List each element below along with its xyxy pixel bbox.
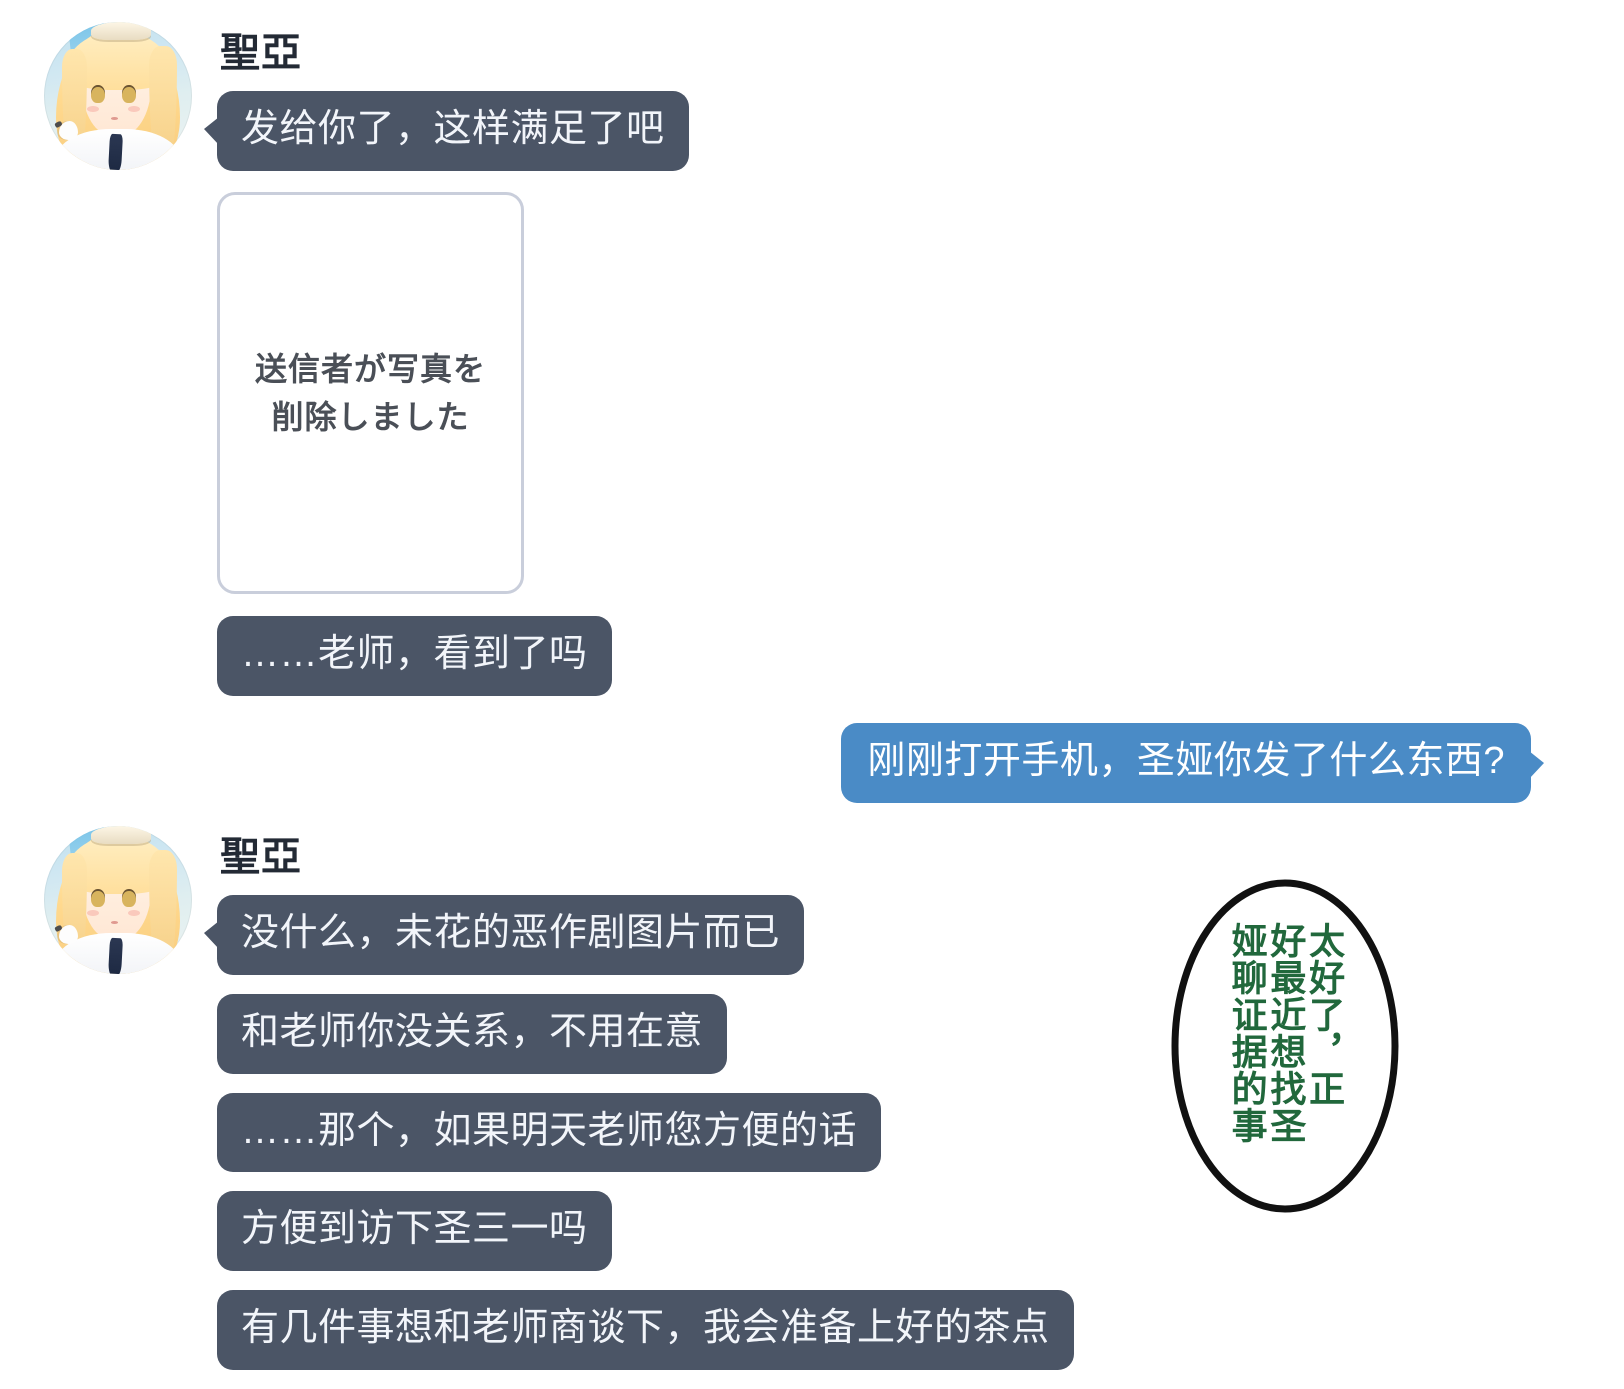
message-bubble[interactable]: 没什么，未花的恶作剧图片而已	[203, 895, 805, 975]
thought-bubble-text: 太好了，正 好最近想找圣 娅聊证据的事	[1168, 876, 1402, 1216]
message-bubble[interactable]: 方便到访下圣三一吗	[217, 1191, 612, 1272]
thought-column-2: 好最近想找圣	[1265, 922, 1307, 1144]
avatar-eye-left	[91, 87, 105, 104]
message-bubble[interactable]: 有几件事想和老师商谈下，我会准备上好的茶点	[217, 1290, 1074, 1371]
avatar[interactable]	[44, 22, 192, 170]
avatar-blush-right	[128, 106, 141, 113]
message-bubble[interactable]: 发给你了，这样满足了吧	[204, 91, 689, 171]
avatar-eye-right	[122, 891, 136, 908]
avatar-blush-left	[86, 910, 99, 917]
message-body-1: 聖亞 发给你了，这样满足了吧 送信者が写真を 削除しました ……老师，看到了吗	[204, 22, 689, 715]
message-bubble[interactable]: ……老师，看到了吗	[217, 615, 612, 696]
avatar-hair-ornament	[91, 826, 151, 844]
message-bubble[interactable]: 和老师你没关系，不用在意	[217, 993, 728, 1074]
deleted-photo-line-2: 削除しました	[271, 398, 470, 435]
message-body-2: 聖亞 没什么，未花的恶作剧图片而已 和老师你没关系，不用在意 ……那个，如果明天…	[203, 826, 1074, 1389]
avatar-mouth	[110, 920, 118, 924]
thought-bubble-outline-icon	[1171, 879, 1399, 1213]
message-group-incoming-1: 聖亞 发给你了，这样满足了吧 送信者が写真を 削除しました ……老师，看到了吗	[44, 22, 689, 715]
message-bubble-outgoing[interactable]: 刚刚打开手机，圣娅你发了什么东西?	[841, 723, 1544, 803]
thought-column-1: 太好了，正	[1304, 922, 1346, 1107]
avatar-mouth	[110, 116, 118, 120]
thought-bubble: 太好了，正 好最近想找圣 娅聊证据的事	[1168, 876, 1402, 1216]
avatar-blush-left	[86, 106, 99, 113]
avatar[interactable]	[44, 826, 192, 974]
deleted-photo-line-1: 送信者が写真を	[254, 350, 486, 387]
deleted-photo-card[interactable]: 送信者が写真を 削除しました	[217, 191, 524, 594]
thought-column-3: 娅聊证据的事	[1226, 922, 1268, 1144]
message-bubble[interactable]: ……那个，如果明天老师您方便的话	[217, 1092, 882, 1173]
message-group-outgoing: 刚刚打开手机，圣娅你发了什么东西?	[841, 723, 1544, 803]
avatar-necktie	[108, 134, 124, 170]
avatar-eye-left	[91, 891, 105, 908]
sender-name: 聖亞	[220, 835, 302, 879]
deleted-photo-card-text: 送信者が写真を 削除しました	[255, 345, 486, 441]
avatar-blush-right	[128, 910, 141, 917]
avatar-eye-right	[122, 87, 136, 104]
avatar-bird-icon	[58, 925, 79, 945]
avatar-necktie	[108, 938, 124, 974]
avatar-hair-ornament	[91, 22, 151, 40]
sender-name: 聖亞	[220, 31, 302, 75]
message-group-incoming-2: 聖亞 没什么，未花的恶作剧图片而已 和老师你没关系，不用在意 ……那个，如果明天…	[44, 826, 1074, 1389]
avatar-bird-icon	[58, 121, 79, 141]
